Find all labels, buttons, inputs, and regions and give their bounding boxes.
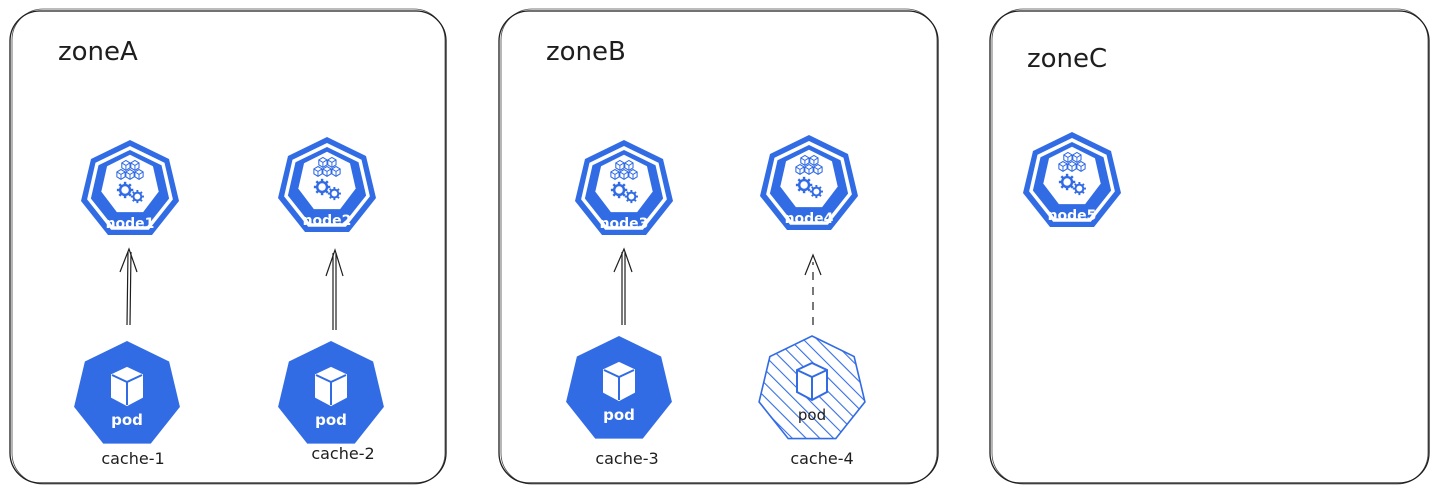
- zone-b-title: zoneB: [546, 37, 626, 67]
- kubernetes-pod-icon: [111, 367, 143, 406]
- zone-a: zoneA: [9, 8, 447, 485]
- pod-label: pod: [798, 406, 826, 424]
- pod-label: pod: [111, 411, 143, 429]
- pod-cache-1: pod: [74, 341, 180, 444]
- node-5: node5: [1023, 132, 1121, 227]
- cache-2-label: cache-2: [311, 444, 374, 463]
- node-4: node4: [760, 135, 858, 230]
- kubernetes-pod-icon: [315, 367, 347, 406]
- zone-a-title: zoneA: [58, 37, 138, 67]
- kubernetes-pod-icon: [603, 362, 635, 401]
- pod-cache-3: pod: [566, 336, 672, 439]
- zone-b: zoneB: [498, 8, 939, 485]
- node-4-label: node4: [785, 211, 834, 227]
- cache-3-label: cache-3: [595, 449, 658, 468]
- pod-cache-2: pod: [278, 341, 384, 444]
- node-3: node3: [575, 140, 673, 235]
- node-1-label: node1: [106, 216, 155, 232]
- node-2-label: node2: [303, 213, 352, 229]
- arrow-cache4-to-node4-dashed: [804, 253, 822, 325]
- arrow-cache2-to-node2: [325, 248, 344, 330]
- node-5-label: node5: [1048, 208, 1097, 224]
- kubernetes-pod-icon: [796, 362, 828, 401]
- node-3-label: node3: [600, 216, 649, 232]
- pod-cache-4-pending: pod: [758, 335, 866, 440]
- cache-4-label: cache-4: [790, 449, 853, 468]
- cache-1-label: cache-1: [101, 449, 164, 468]
- node-2: node2: [278, 137, 376, 232]
- node-1: node1: [81, 140, 179, 235]
- zone-c-title: zoneC: [1027, 44, 1107, 74]
- pod-label: pod: [315, 411, 347, 429]
- arrow-cache1-to-node1: [119, 247, 138, 326]
- zone-c: zoneC: [989, 8, 1430, 485]
- arrow-cache3-to-node3: [613, 247, 633, 325]
- pod-label: pod: [603, 406, 635, 424]
